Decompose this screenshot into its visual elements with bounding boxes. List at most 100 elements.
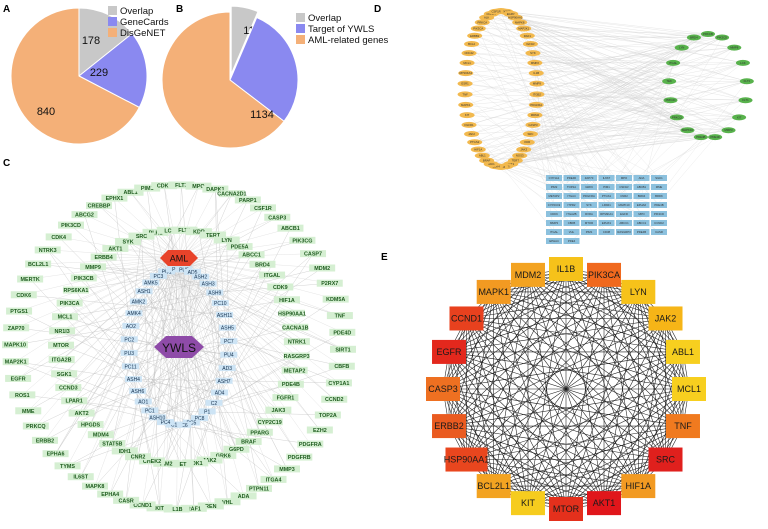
target-node-box (306, 426, 333, 434)
ywls-target-node-label: LCK (740, 61, 746, 65)
network-d-edge (500, 37, 694, 168)
target-node-ptpn11: PTPN11 (245, 484, 272, 492)
compound-node-label: ASH11 (217, 313, 233, 319)
overlap-node-shape (598, 202, 615, 208)
network-c-edge (129, 352, 270, 422)
target-node-casr: CASR (113, 496, 140, 504)
ywls-target-node-shape (701, 31, 715, 37)
legend-a-label-1: GeneCards (120, 17, 169, 28)
target-node-casp7: CASP7 (300, 250, 327, 258)
target-node-ccnd2: CCND2 (321, 395, 348, 403)
network-c-edge (64, 257, 180, 317)
overlap-node-shape (563, 211, 580, 217)
target-node-raf1: RAF1 (180, 504, 207, 512)
network-c-edge (115, 248, 139, 302)
hub-gene-mdm2: MDM2 (510, 262, 545, 287)
target-node-label: MCL1 (58, 315, 73, 321)
aml-gene-node-shape (464, 41, 480, 48)
compound-node-label: ASH10 (149, 415, 165, 421)
network-c-edge (178, 188, 216, 259)
overlap-node-label: MAPK10 (618, 203, 629, 207)
aml-gene-node-esr1: ESR1 (457, 80, 473, 87)
target-node-box (226, 243, 253, 251)
network-c-edge (69, 257, 180, 304)
target-node-box (300, 250, 327, 258)
overlap-node-cbfb: CBFB (563, 220, 580, 226)
target-node-mme: MME (15, 407, 42, 415)
hub-gene-label: KIT (521, 498, 536, 508)
target-node-label: CACNA2D1 (217, 192, 246, 198)
overlap-node-itga4: ITGA4 (563, 193, 580, 199)
aml-gene-node-shape (529, 91, 545, 98)
hub-gene-label: LYN (630, 287, 647, 297)
panel-c-label: C (3, 158, 10, 169)
target-node-hif1a: HIF1A (273, 296, 300, 304)
target-node-ntrk3: NTRK3 (34, 246, 61, 254)
overlap-node-label: CDK9 (550, 212, 558, 216)
aml-gene-node-label: PDGFRA (530, 103, 542, 107)
panel-a-label: A (3, 4, 10, 15)
network-e-edge (448, 318, 467, 427)
ywls-target-node-label: FLT1 (742, 98, 749, 102)
network-c-edge (15, 361, 175, 425)
aml-gene-node-map2k1: MAP2K1 (516, 25, 532, 32)
target-node-box (70, 274, 97, 282)
legend-b-swatch-0 (296, 13, 305, 22)
ywls-target-node-shape (732, 114, 747, 121)
ywls-target-node-shape (680, 127, 695, 134)
network-e-edge (638, 318, 666, 487)
network-d-edge (519, 47, 735, 156)
network-c-edge (110, 257, 180, 495)
network-c-edge (228, 313, 293, 355)
target-node-label: CYP1A1 (328, 381, 349, 387)
aml-gene-node-mapk1: MAPK1 (458, 101, 474, 108)
network-d-edge (519, 155, 660, 179)
network-d-edge (519, 100, 671, 156)
target-node-label: AKT1 (108, 246, 122, 252)
ywls-target-node-label: MMP8 (730, 46, 739, 50)
ywls-target-node-label: MMP3 (724, 128, 733, 132)
target-node-prkcq: PRKCQ (22, 422, 49, 430)
compound-node-label: PU3 (124, 351, 134, 357)
ywls-target-node-lyn: LYN (674, 44, 689, 51)
target-node-cacna1b: CACNA1B (282, 323, 309, 331)
aml-gene-node-kit: KIT (459, 112, 475, 119)
network-d-edge (486, 17, 735, 48)
network-c-edge (178, 269, 185, 348)
compound-node-box (122, 363, 140, 370)
network-e-edge (493, 274, 529, 487)
overlap-node-mpo: MPO (633, 211, 650, 217)
hub-gene-label: PIK3CA (588, 270, 620, 280)
network-d-edge (500, 10, 746, 101)
hub-gene-bcl2l1: BCL2L1 (476, 474, 511, 499)
network-c-edge (69, 302, 130, 353)
network-c-edge (16, 257, 180, 328)
network-d-edge (482, 22, 607, 206)
target-node-box (25, 260, 52, 268)
ywls-target-node-label: MAPK10 (682, 128, 693, 132)
target-node-label: ITGA4 (266, 477, 282, 483)
target-node-label: BCL2L1 (28, 262, 48, 268)
target-node-box (265, 406, 292, 414)
ywls-target-node-shape (727, 44, 742, 51)
network-e-edge (527, 274, 567, 510)
network-d-edge (465, 94, 688, 131)
aml-gene-node-label: RAF1 (524, 34, 532, 38)
hub-gene-label: BCL2L1 (477, 481, 510, 491)
target-node-label: RAF1 (187, 506, 201, 512)
target-node-box (87, 431, 114, 439)
target-node-akt1: AKT1 (102, 244, 129, 252)
network-d-edge (469, 52, 747, 82)
hub-gene-label: CASP3 (428, 384, 458, 394)
aml-gene-node-il1b: IL1B (528, 70, 544, 77)
target-node-box (56, 299, 83, 307)
target-node-label: FGFR1 (277, 396, 295, 402)
network-d-edge (469, 52, 674, 63)
compound-node-box (198, 408, 216, 415)
overlap-node-shape (581, 211, 597, 217)
overlap-node-shape (546, 175, 562, 181)
aml-gene-node-shape (529, 80, 545, 87)
compound-node-label: PC5 (187, 421, 197, 427)
network-e: IL1BPIK3CALYNJAK2ABL1MCL1TNFSRCHIF1AAKT1… (426, 257, 706, 521)
target-node-label: PIK3CA (60, 301, 80, 307)
